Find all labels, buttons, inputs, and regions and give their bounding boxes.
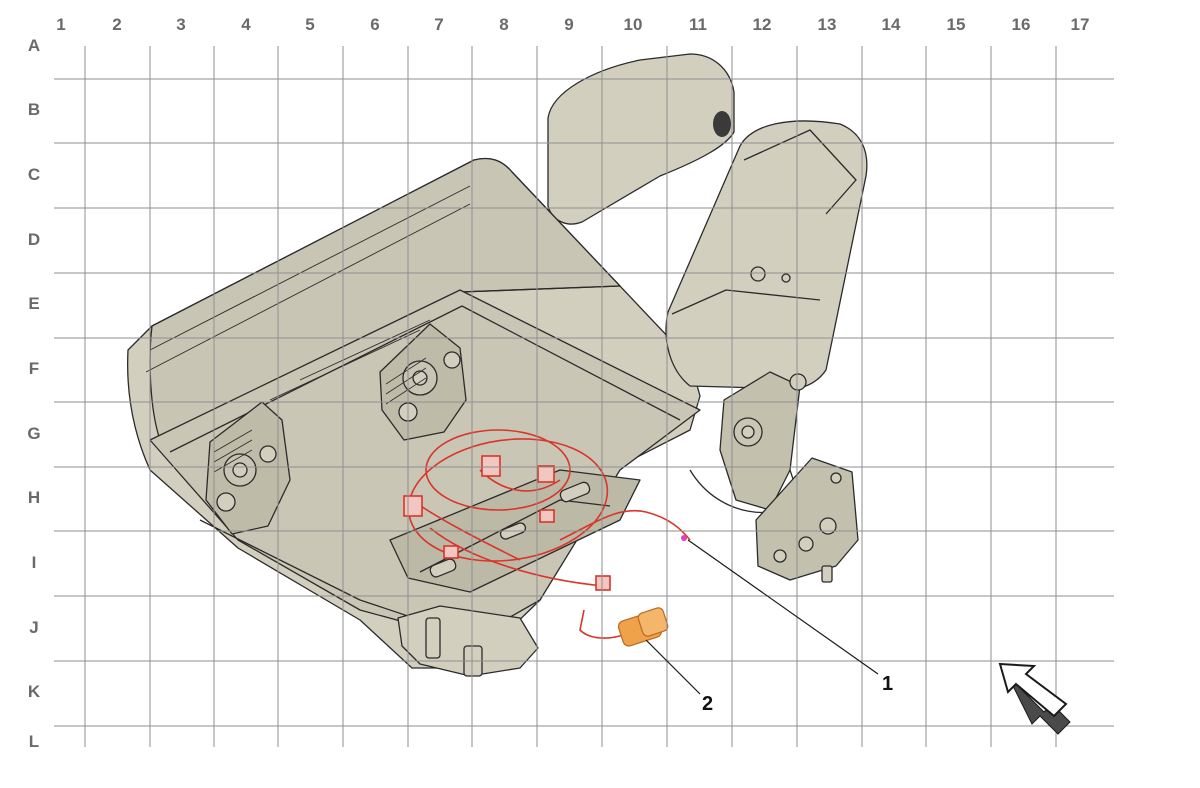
row-label: L <box>29 732 39 751</box>
column-label: 13 <box>818 15 837 34</box>
column-label: 9 <box>564 15 573 34</box>
harness-branch-right <box>559 509 691 541</box>
row-label: K <box>28 682 41 701</box>
column-label: 4 <box>241 15 251 34</box>
leader-line-1 <box>687 539 879 675</box>
row-label: D <box>28 230 40 249</box>
row-label: C <box>28 165 40 184</box>
seat-illustration <box>127 53 868 677</box>
row-label: F <box>29 359 39 378</box>
column-label: 15 <box>947 15 966 34</box>
column-label: 11 <box>689 15 707 34</box>
row-label: H <box>28 488 40 507</box>
column-label: 16 <box>1012 15 1031 34</box>
grid-lines <box>54 46 1114 747</box>
column-label: 8 <box>499 15 508 34</box>
column-label: 3 <box>176 15 185 34</box>
row-label: J <box>29 618 38 637</box>
harness-clip <box>537 465 555 483</box>
rear-headrest <box>547 53 735 225</box>
column-label: 14 <box>882 15 901 34</box>
row-label: E <box>28 294 39 313</box>
right-lower-bracket <box>755 457 859 581</box>
harness-loop-upper <box>425 429 571 511</box>
orange-connector <box>617 607 669 647</box>
harness-clip <box>539 509 555 523</box>
leader-line-2 <box>645 639 701 695</box>
backrest <box>665 120 868 391</box>
column-label: 5 <box>305 15 314 34</box>
harness-clip <box>481 455 501 477</box>
column-label: 2 <box>112 15 121 34</box>
recliner-hinge <box>719 371 801 511</box>
column-label: 7 <box>434 15 443 34</box>
harness-clip <box>443 545 459 559</box>
row-label: A <box>28 36 40 55</box>
row-label: G <box>27 424 40 443</box>
column-label: 10 <box>624 15 643 34</box>
callout-2: 2 <box>702 693 713 715</box>
seat-frame <box>149 289 701 641</box>
leader-lines <box>645 539 879 695</box>
callout-1: 1 <box>882 673 893 695</box>
row-labels: A B C D E F G H I J K L <box>27 36 40 751</box>
column-label: 17 <box>1071 15 1090 34</box>
column-label: 6 <box>370 15 379 34</box>
column-label: 12 <box>753 15 772 34</box>
harness-clip <box>403 495 423 517</box>
column-label: 1 <box>56 15 65 34</box>
row-label: I <box>32 553 37 572</box>
harness-clip <box>595 575 611 591</box>
row-label: B <box>28 100 40 119</box>
harness-branch-down <box>429 527 605 587</box>
arrow-up-left-icon <box>998 662 1071 735</box>
wiring-harness <box>403 429 691 639</box>
